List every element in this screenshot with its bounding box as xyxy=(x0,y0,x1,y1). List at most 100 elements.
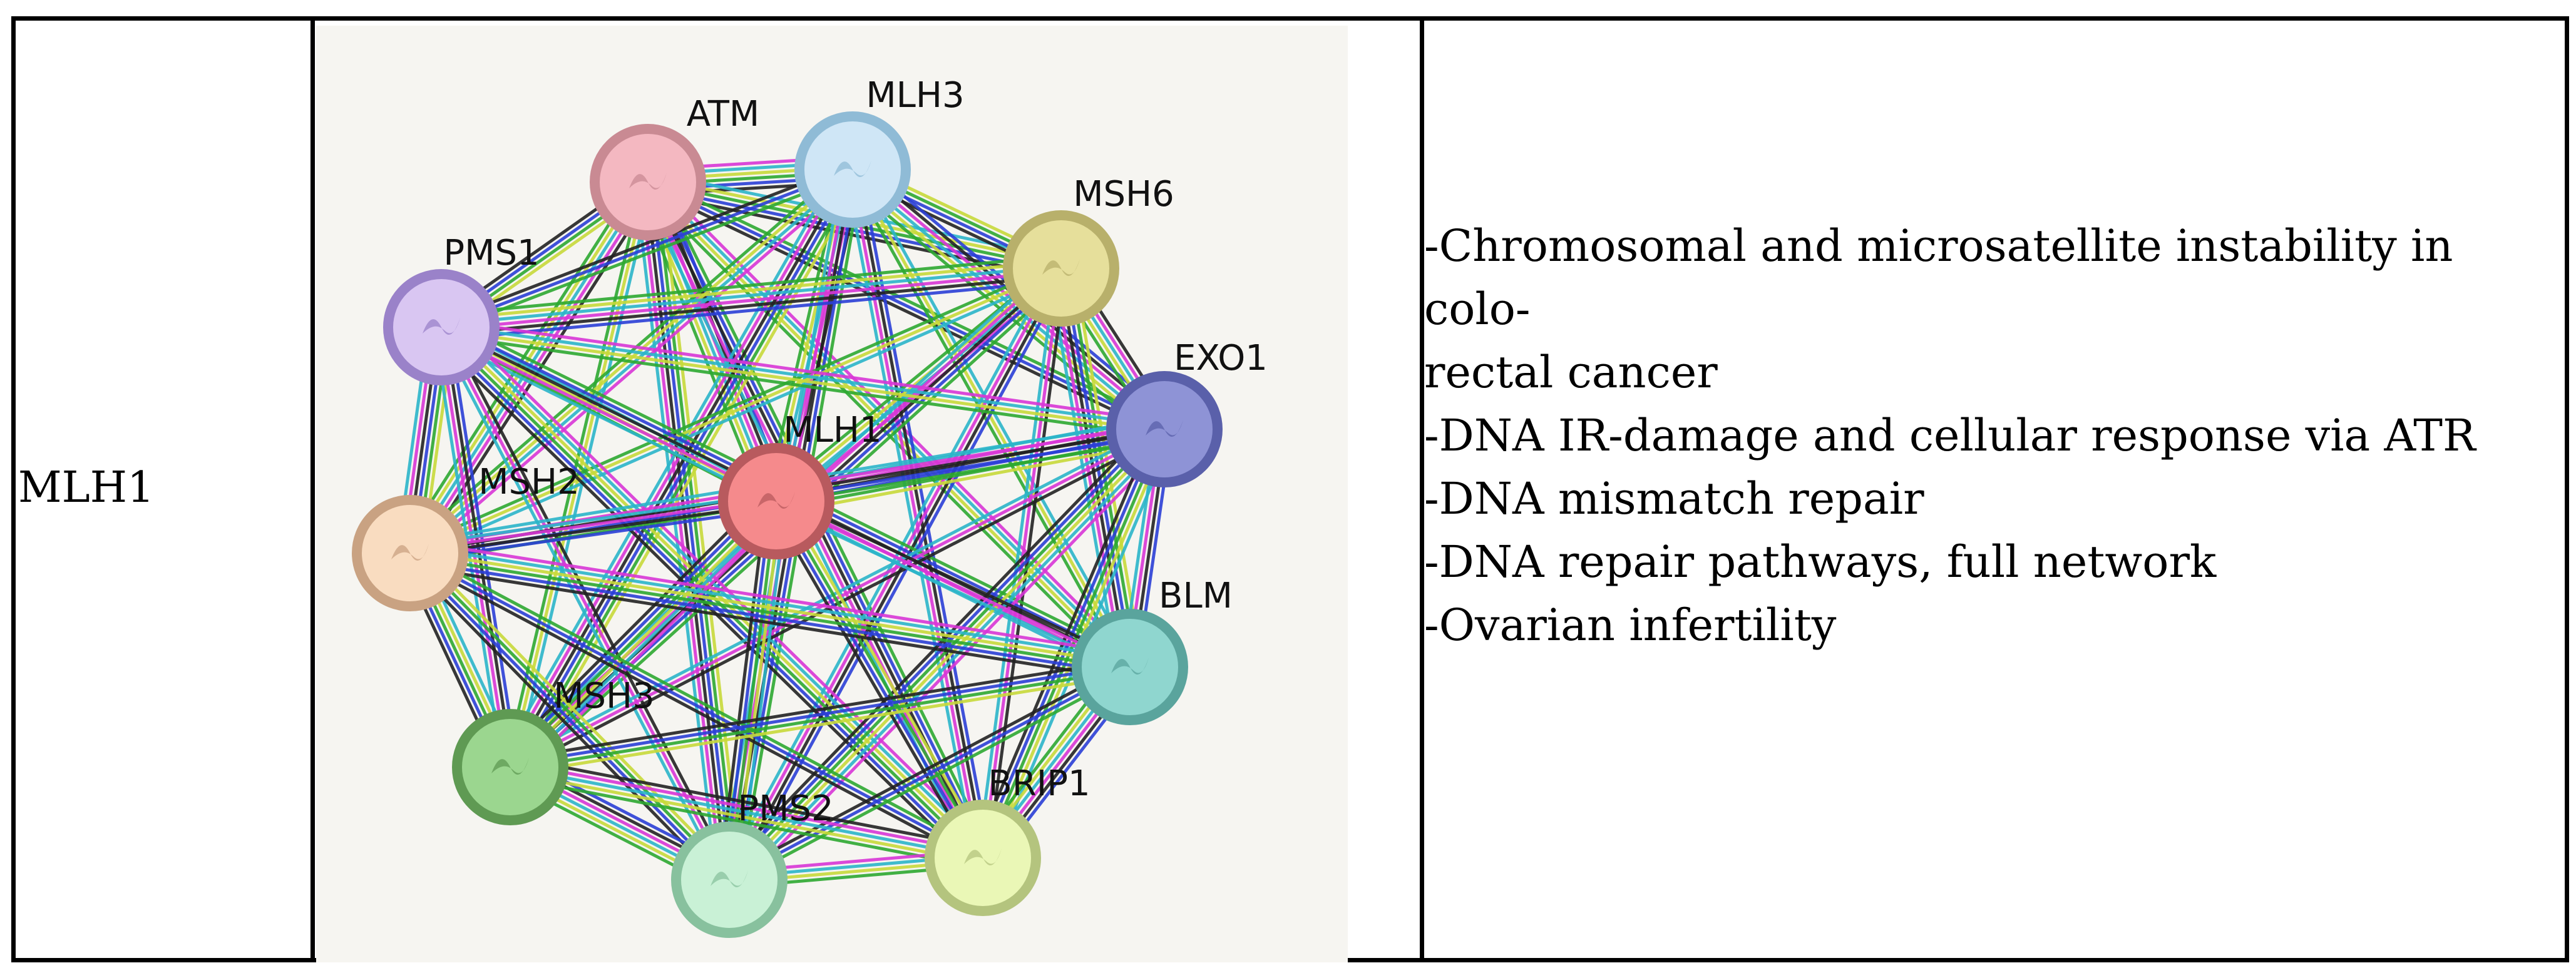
network-edge xyxy=(511,760,984,855)
network-edge xyxy=(981,429,1166,858)
network-edge xyxy=(410,502,777,558)
network-edge xyxy=(500,491,769,760)
network-edge xyxy=(411,544,1132,661)
node-label: MSH3 xyxy=(553,676,655,716)
node-label: ATM xyxy=(687,94,759,135)
pathway-line: -Chromosomal and microsatellite instabil… xyxy=(1424,220,2453,335)
protein-structure-icon xyxy=(391,544,429,561)
network-edge xyxy=(520,175,865,775)
network-edge xyxy=(409,267,1062,555)
network-edge xyxy=(508,775,982,870)
network-edge xyxy=(726,661,1129,877)
network-edge xyxy=(407,166,853,553)
network-edge xyxy=(407,556,982,864)
gene-name: MLH1 xyxy=(18,463,155,512)
network-edge xyxy=(409,554,1130,671)
network-edge xyxy=(441,269,1062,332)
network-edge xyxy=(409,551,984,860)
protein-structure-icon xyxy=(964,848,1002,865)
network-edge xyxy=(442,279,1063,342)
network-edge xyxy=(502,165,848,765)
network-edge xyxy=(411,547,986,855)
network-edge xyxy=(514,505,783,774)
network-edge xyxy=(439,254,1060,317)
network-edge xyxy=(1057,268,1129,668)
network-edge xyxy=(730,268,1065,882)
protein-structure-icon xyxy=(629,173,667,190)
protein-structure-icon xyxy=(757,492,795,509)
network-edge xyxy=(511,755,985,850)
node-label: BLM xyxy=(1159,576,1233,616)
pathway-cell: -Chromosomal and microsatellite instabil… xyxy=(1424,21,2565,958)
network-edge xyxy=(444,324,736,879)
network-edge xyxy=(509,663,1130,767)
network-node-mlh3: MLH3 xyxy=(794,75,965,228)
network-edge xyxy=(439,326,731,881)
network-edge xyxy=(972,424,1157,855)
pathway-line: -DNA IR-damage and cellular response via… xyxy=(1424,410,2476,461)
network-edge xyxy=(977,426,1161,857)
network-edge xyxy=(441,323,1165,429)
network-edge xyxy=(511,170,856,770)
network-node-atm: ATM xyxy=(590,94,759,240)
node-label: PMS1 xyxy=(443,233,539,273)
protein-structure-icon xyxy=(1146,420,1183,437)
pathway-line: rectal cancer xyxy=(1424,347,1718,398)
network-edge xyxy=(1062,267,1134,667)
network-edge xyxy=(407,262,1060,550)
network-edge xyxy=(728,665,1131,882)
network-edge xyxy=(781,496,991,855)
protein-structure-icon xyxy=(491,758,529,775)
network-edge xyxy=(410,549,1131,666)
network-edge xyxy=(507,498,776,767)
network-edge xyxy=(408,559,1129,676)
network-edge xyxy=(726,266,1060,880)
gene-cell: MLH1 xyxy=(16,21,315,958)
network-edge xyxy=(772,501,982,860)
network-edge xyxy=(777,499,987,858)
protein-structure-icon xyxy=(834,160,871,177)
network-edge xyxy=(768,504,978,863)
network-edge xyxy=(510,765,983,860)
network-edge xyxy=(441,274,1062,337)
network-edge xyxy=(441,328,1164,434)
network-node-exo1: EXO1 xyxy=(1106,338,1268,487)
node-label: PMS2 xyxy=(737,788,833,829)
network-edge xyxy=(411,507,778,563)
node-label: MSH2 xyxy=(478,462,580,502)
pathway-line: -DNA repair pathways, full network xyxy=(1424,536,2217,588)
network-edge xyxy=(440,259,1061,322)
network-edge xyxy=(851,168,1132,668)
network-node-pms1: PMS1 xyxy=(383,233,540,385)
protein-structure-icon xyxy=(711,870,748,887)
network-node-blm: BLM xyxy=(1072,576,1233,725)
pathway-line: -Ovarian infertility xyxy=(1424,599,1837,651)
network-edge xyxy=(409,497,776,553)
protein-structure-icon xyxy=(1042,259,1080,276)
column-divider xyxy=(1420,21,1424,958)
network-edge xyxy=(441,264,1061,327)
network-edge xyxy=(511,502,779,770)
network-edge xyxy=(511,673,1132,777)
pathway-line: -DNA mismatch repair xyxy=(1424,473,1924,524)
network-node-msh6: MSH6 xyxy=(1003,174,1174,327)
network-edge xyxy=(734,271,1069,884)
node-label: EXO1 xyxy=(1174,338,1268,379)
network-edge xyxy=(414,546,736,876)
network-edge xyxy=(778,440,1167,516)
network-node-pms2: PMS2 xyxy=(671,788,834,938)
network-edge xyxy=(503,494,772,763)
network-edge xyxy=(449,317,993,850)
column-divider xyxy=(310,21,315,958)
network-edge xyxy=(411,550,732,879)
network-edge xyxy=(986,268,1068,859)
network-edge xyxy=(733,433,1171,887)
network-edge xyxy=(507,423,1163,765)
network-edge xyxy=(510,668,1131,772)
network-node-msh2: MSH2 xyxy=(352,462,580,611)
protein-structure-icon xyxy=(423,318,460,335)
network-edge xyxy=(439,333,1164,439)
